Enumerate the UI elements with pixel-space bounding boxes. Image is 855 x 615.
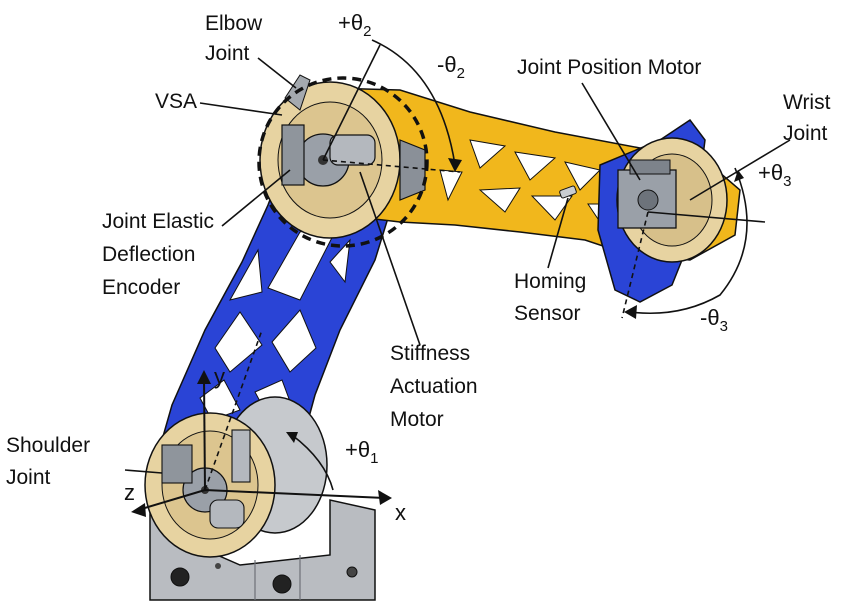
leader-lines bbox=[124, 57, 791, 474]
theta1-arrow-icon bbox=[286, 432, 298, 443]
mount-hole-icon bbox=[215, 563, 221, 569]
label-axis-z: z bbox=[124, 480, 135, 505]
vsa-highlight-circle bbox=[257, 76, 429, 248]
theta3-neg-arrow-icon bbox=[624, 305, 637, 319]
homing-sensor-part bbox=[559, 185, 577, 199]
label-wrist-joint-line1: Wrist bbox=[783, 91, 831, 114]
y-axis-arrow-icon bbox=[197, 370, 211, 384]
labels: Elbow Joint VSA Joint Elastic Deflection… bbox=[6, 10, 831, 525]
mount-hole-icon bbox=[346, 566, 358, 578]
z-axis-arrow-icon bbox=[131, 503, 146, 517]
label-encoder-line1: Joint Elastic bbox=[102, 210, 214, 233]
wrist-assembly bbox=[597, 118, 728, 303]
label-shoulder-joint-line1: Shoulder bbox=[6, 434, 90, 457]
label-theta3-neg: -θ3 bbox=[700, 305, 728, 335]
label-joint-position-motor: Joint Position Motor bbox=[517, 56, 701, 79]
elbow-angle-marks bbox=[322, 39, 462, 173]
label-vsa: VSA bbox=[155, 90, 197, 113]
label-axis-x: x bbox=[395, 500, 406, 525]
label-stiffness-line1: Stiffness bbox=[390, 342, 470, 365]
theta3-pos-arrow-icon bbox=[734, 170, 744, 182]
theta2-arrow-icon bbox=[448, 158, 462, 172]
label-stiffness-line3: Motor bbox=[390, 408, 444, 431]
label-homing-sensor-line2: Sensor bbox=[514, 302, 581, 325]
label-homing-sensor-line1: Homing bbox=[514, 270, 586, 293]
label-wrist-joint-line2: Joint bbox=[783, 122, 828, 145]
label-theta3-pos: +θ3 bbox=[758, 160, 791, 190]
shoulder-axes bbox=[131, 329, 392, 517]
base-mount bbox=[149, 499, 376, 601]
mount-hole-icon bbox=[272, 574, 292, 594]
label-elbow-joint-line1: Elbow bbox=[205, 12, 263, 35]
label-elbow-joint-line2: Joint bbox=[205, 42, 250, 65]
label-encoder-line3: Encoder bbox=[102, 276, 180, 299]
label-encoder-line2: Deflection bbox=[102, 243, 195, 266]
stiffness-motor-body bbox=[329, 134, 376, 166]
label-theta2-pos: +θ2 bbox=[338, 10, 371, 40]
wrist-angle-marks bbox=[621, 167, 766, 319]
elbow-assembly bbox=[259, 74, 426, 239]
shoulder-assembly bbox=[144, 396, 328, 558]
label-shoulder-joint-line2: Joint bbox=[6, 466, 51, 489]
mount-hole-icon bbox=[170, 567, 190, 587]
x-axis-arrow-icon bbox=[378, 490, 392, 505]
label-stiffness-line2: Actuation bbox=[390, 375, 478, 398]
label-axis-y: y bbox=[214, 364, 225, 389]
label-theta2-neg: -θ2 bbox=[437, 52, 465, 82]
blue-link bbox=[151, 159, 393, 491]
label-theta1-pos: +θ1 bbox=[345, 437, 378, 467]
